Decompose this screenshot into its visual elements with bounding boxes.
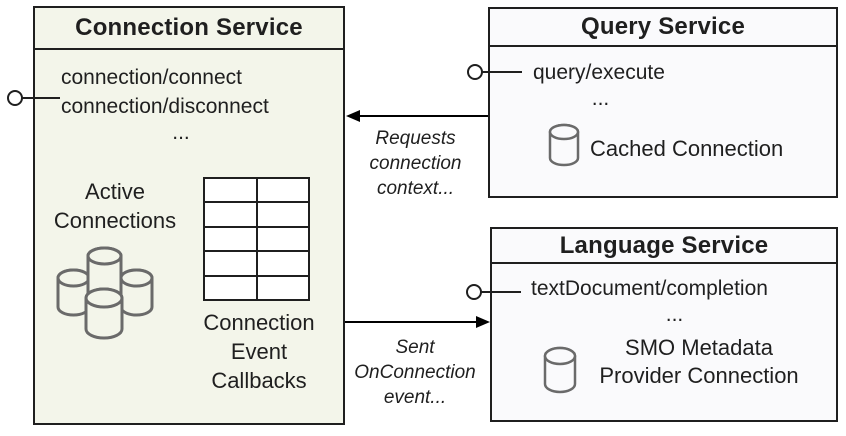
sent-label-line-2: OnConnection <box>354 362 476 383</box>
sent-event-arrow-label: Sent OnConnection event... <box>345 335 485 410</box>
language-service-title: Language Service <box>492 229 836 264</box>
requests-label-line-2: connection <box>369 153 462 174</box>
connection-method-connect: connection/connect <box>61 66 242 89</box>
callbacks-line-2: Event <box>230 339 288 364</box>
query-method-execute: query/execute <box>533 61 665 84</box>
smo-label-line-1: SMO Metadata <box>625 335 773 360</box>
active-connections-line-2: Connections <box>53 208 177 233</box>
table-cell <box>257 252 308 275</box>
connection-service-title: Connection Service <box>35 8 343 50</box>
smo-label-line-2: Provider Connection <box>599 363 799 388</box>
requests-label-line-3: context... <box>376 178 455 199</box>
table-cell <box>205 252 256 275</box>
sent-label-line-1: Sent <box>395 337 435 358</box>
table-cell <box>257 179 308 202</box>
table-cell <box>257 203 308 226</box>
query-service-title: Query Service <box>490 9 836 47</box>
cached-connection-label: Cached Connection <box>590 136 784 161</box>
active-connections-line-1: Active <box>85 179 145 204</box>
connection-method-disconnect: connection/disconnect <box>61 95 269 118</box>
connection-event-callbacks-label: Connection Event Callbacks <box>185 308 333 395</box>
table-cell <box>205 179 256 202</box>
requests-context-arrow-label: Requests connection context... <box>348 126 483 201</box>
callbacks-line-1: Connection <box>203 310 315 335</box>
table-cell <box>205 203 256 226</box>
sent-label-line-3: event... <box>383 387 447 408</box>
callbacks-table <box>203 177 310 301</box>
smo-metadata-provider-label: SMO Metadata Provider Connection <box>585 334 813 390</box>
active-connections-label: Active Connections <box>35 177 195 235</box>
sent-event-arrow <box>345 316 490 328</box>
language-method-completion: textDocument/completion <box>531 277 768 300</box>
callbacks-line-3: Callbacks <box>211 368 307 393</box>
requests-context-arrow <box>346 110 488 122</box>
table-cell <box>257 227 308 251</box>
table-cell <box>257 276 308 299</box>
table-cell <box>205 227 256 251</box>
query-service-box: Query Service <box>488 7 838 198</box>
connection-methods-ellipsis: ... <box>172 121 190 144</box>
language-methods-ellipsis: ... <box>665 303 684 326</box>
table-cell <box>205 276 256 299</box>
requests-label-line-1: Requests <box>375 128 456 149</box>
query-methods-ellipsis: ... <box>591 87 610 110</box>
